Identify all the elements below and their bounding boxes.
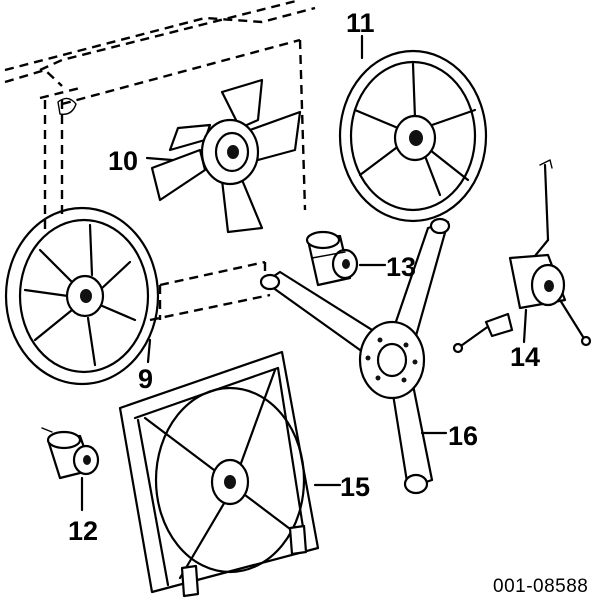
motor-part-12 <box>41 427 100 480</box>
callout-part-13: 13 <box>386 252 416 282</box>
callout-part-12: 12 <box>68 516 98 546</box>
callout-part-10: 10 <box>108 146 138 176</box>
document-id: 001-08588 <box>493 576 588 597</box>
callout-part-15: 15 <box>340 472 370 502</box>
fan-shroud-part-15 <box>118 350 320 598</box>
leader-lines <box>80 34 528 512</box>
callout-part-9: 9 <box>138 364 153 394</box>
fan-shroud-part-9 <box>4 206 160 386</box>
fan-shroud-part-11 <box>338 49 488 223</box>
bracket-part-16 <box>259 217 451 495</box>
callout-part-11: 11 <box>346 8 375 38</box>
callout-part-14: 14 <box>510 342 540 372</box>
motor-part-13 <box>305 230 359 287</box>
motor-part-14 <box>452 159 592 354</box>
radiator-outline <box>4 0 316 322</box>
fan-blade-part-10 <box>150 78 302 234</box>
callout-part-16: 16 <box>448 421 478 451</box>
